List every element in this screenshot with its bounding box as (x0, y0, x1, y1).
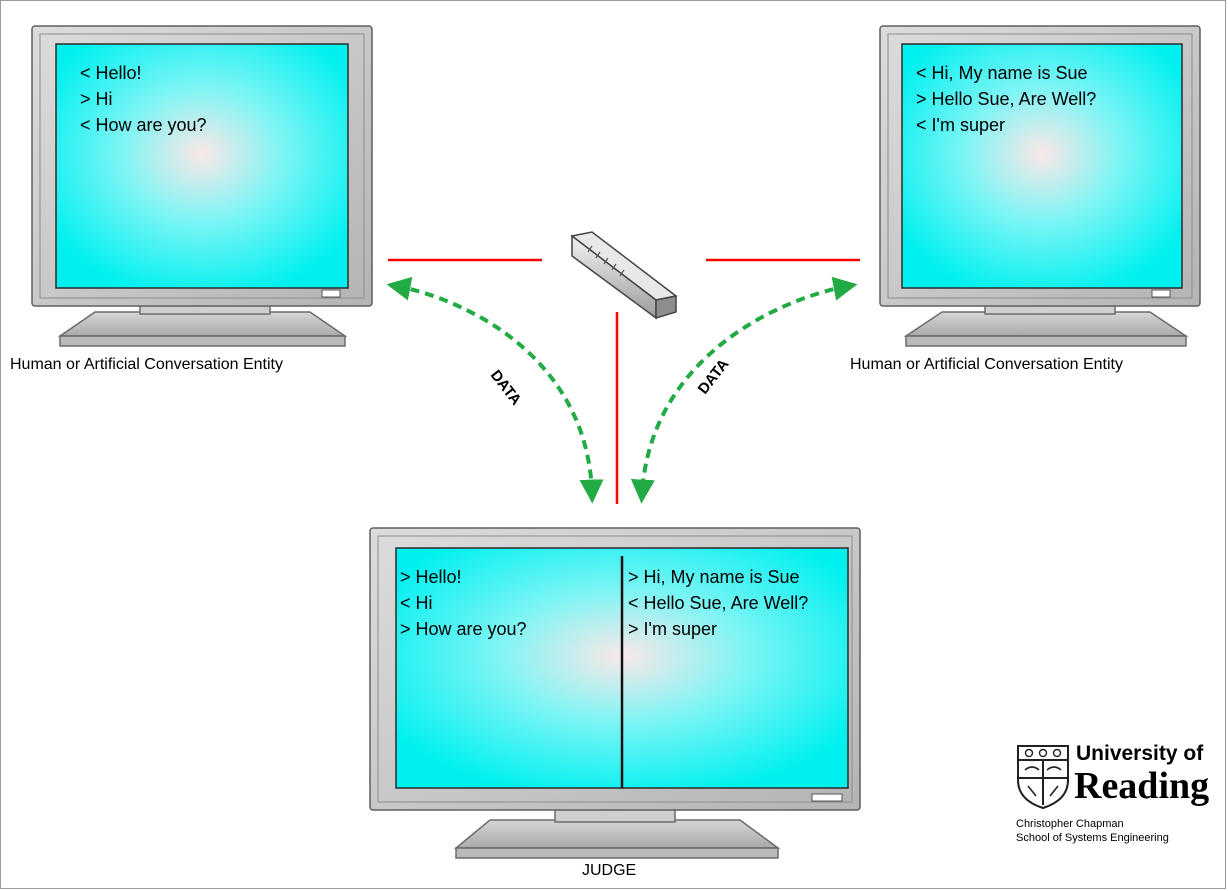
logo-line-reading: Reading (1074, 765, 1210, 807)
judge-right-line: > I'm super (628, 619, 717, 639)
left-power-button (321, 289, 341, 298)
left-terminal-caption: Human or Artificial Conversation Entity (10, 356, 283, 373)
right-screen (901, 43, 1183, 289)
left-monitor (31, 25, 373, 347)
left-screen-line: > Hi (80, 89, 113, 109)
right-monitor (879, 25, 1201, 347)
judge-power-button (811, 793, 843, 802)
right-data-arrow (630, 276, 858, 504)
right-power-button (1151, 289, 1171, 298)
left-data-arrow (386, 276, 604, 504)
left-data-label: DATA (487, 367, 525, 409)
university-crest-icon (1017, 745, 1069, 810)
judge-right-line: > Hi, My name is Sue (628, 567, 800, 587)
logo-author: Christopher Chapman (1016, 818, 1124, 830)
judge-left-line: > Hello! (400, 567, 462, 587)
left-screen-text: < Hello! > Hi < How are you? (80, 60, 207, 138)
logo-department: School of Systems Engineering (1016, 832, 1169, 844)
judge-left-line: < Hi (400, 593, 433, 613)
judge-right-line: < Hello Sue, Are Well? (628, 593, 809, 613)
right-screen-line: > Hello Sue, Are Well? (916, 89, 1097, 109)
judge-monitor (369, 527, 861, 859)
network-hub (570, 231, 678, 320)
judge-left-line: > How are you? (400, 619, 527, 639)
judge-caption: JUDGE (582, 862, 637, 879)
right-screen-text: < Hi, My name is Sue > Hello Sue, Are We… (916, 60, 1096, 138)
right-screen-line: < Hi, My name is Sue (916, 63, 1088, 83)
left-screen-line: < How are you? (80, 115, 207, 135)
right-screen-line: < I'm super (916, 115, 1005, 135)
judge-right-text: > Hi, My name is Sue < Hello Sue, Are We… (628, 564, 808, 642)
logo-line-university: University of (1076, 742, 1204, 765)
right-terminal-caption: Human or Artificial Conversation Entity (850, 356, 1123, 373)
left-screen-line: < Hello! (80, 63, 142, 83)
left-screen (55, 43, 349, 289)
judge-left-text: > Hello! < Hi > How are you? (400, 564, 527, 642)
